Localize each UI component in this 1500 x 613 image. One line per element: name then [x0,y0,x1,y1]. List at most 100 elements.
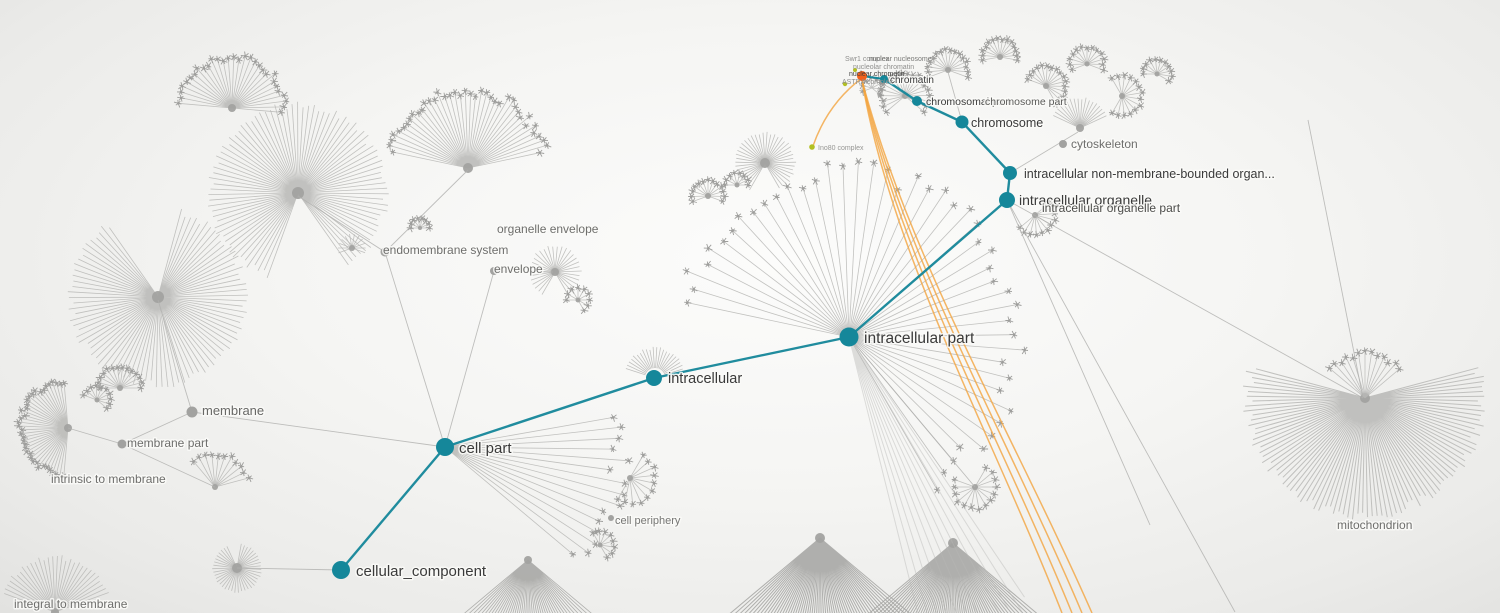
cluster-terminal-node[interactable] [954,492,957,496]
cluster-terminal-node[interactable] [711,179,715,183]
cluster-terminal-node[interactable] [731,229,734,232]
cluster-terminal-node[interactable] [230,455,234,458]
term-label-gray[interactable]: intracellular organelle part [1041,200,1183,217]
cluster-terminal-node[interactable] [48,468,52,472]
term-label-tiny[interactable]: Ino80 complex [818,145,864,152]
cluster-terminal-node[interactable] [721,190,725,193]
cluster-terminal-node[interactable] [265,72,268,76]
cluster-fan[interactable] [1065,43,1109,74]
cluster-terminal-node[interactable] [1001,38,1004,42]
cluster-center-node[interactable] [349,245,355,251]
cluster-terminal-node[interactable] [911,73,915,77]
term-node-intracellular[interactable] [646,370,662,386]
cluster-terminal-node[interactable] [26,398,29,402]
cluster-terminal-node[interactable] [534,124,537,127]
cluster-terminal-node[interactable] [627,459,631,463]
term-node-gray[interactable] [608,515,614,521]
cluster-terminal-node[interactable] [116,366,119,369]
cluster-terminal-node[interactable] [742,174,746,178]
cluster-terminal-node[interactable] [512,98,516,102]
cluster-terminal-node[interactable] [935,488,939,492]
cluster-terminal-node[interactable] [261,68,265,72]
cluster-terminal-node[interactable] [591,531,595,535]
cluster-terminal-node[interactable] [1080,45,1083,49]
cluster-terminal-node[interactable] [1008,376,1011,380]
cluster-terminal-node[interactable] [58,476,61,479]
cluster-terminal-node[interactable] [25,407,28,410]
cluster-terminal-node[interactable] [62,381,66,385]
cluster-terminal-node[interactable] [55,382,58,385]
cluster-terminal-node[interactable] [966,70,970,74]
cluster-terminal-node[interactable] [277,90,280,93]
cluster-terminal-node[interactable] [448,94,452,97]
cluster-terminal-node[interactable] [22,435,26,439]
term-node-chromatin[interactable] [880,75,888,83]
cluster-terminal-node[interactable] [1363,349,1367,353]
cluster-terminal-node[interactable] [1001,360,1004,364]
cluster-terminal-node[interactable] [1394,361,1398,365]
cluster-terminal-node[interactable] [545,144,549,147]
cluster-terminal-node[interactable] [576,286,580,290]
cluster-terminal-node[interactable] [723,195,727,198]
cluster-terminal-node[interactable] [991,248,994,252]
term-node-cellular_component[interactable] [332,561,350,579]
cluster-terminal-node[interactable] [216,57,219,61]
cluster-fan[interactable] [625,346,683,376]
cluster-terminal-node[interactable] [210,453,214,457]
cluster-terminal-node[interactable] [922,77,926,81]
cluster-center-node[interactable] [94,397,100,403]
term-label-gray[interactable]: organelle envelope [496,221,601,238]
cluster-terminal-node[interactable] [956,500,959,504]
cluster-terminal-node[interactable] [601,510,605,513]
cluster-terminal-node[interactable] [108,392,111,395]
cluster-terminal-node[interactable] [611,447,614,451]
cluster-fan[interactable] [719,533,921,613]
cluster-terminal-node[interactable] [939,50,942,54]
cluster-terminal-node[interactable] [994,478,997,481]
term-label-tiny[interactable]: nucleolar chromatin [853,64,914,71]
cluster-terminal-node[interactable] [35,461,39,464]
cluster-terminal-node[interactable] [616,498,619,501]
cluster-terminal-node[interactable] [631,502,634,506]
cluster-terminal-node[interactable] [121,366,124,370]
cluster-terminal-node[interactable] [1139,97,1142,101]
cluster-terminal-node[interactable] [51,471,54,475]
cluster-terminal-node[interactable] [932,57,935,60]
cluster-terminal-node[interactable] [244,54,247,58]
cluster-terminal-node[interactable] [611,539,615,543]
cluster-terminal-node[interactable] [927,88,930,92]
cluster-terminal-node[interactable] [126,367,129,371]
cluster-terminal-node[interactable] [1164,61,1167,64]
cluster-terminal-node[interactable] [237,58,241,61]
cluster-fan[interactable] [79,382,115,412]
cluster-terminal-node[interactable] [841,164,845,168]
cluster-terminal-node[interactable] [1035,66,1039,70]
cluster-fan[interactable] [1053,97,1107,132]
cluster-fan[interactable] [853,538,1052,613]
cluster-terminal-node[interactable] [537,135,541,138]
cluster-terminal-node[interactable] [722,240,725,243]
cluster-terminal-node[interactable] [1100,52,1103,55]
cluster-terminal-node[interactable] [217,454,220,458]
cluster-terminal-node[interactable] [927,187,931,191]
cluster-terminal-node[interactable] [953,50,957,54]
cluster-terminal-node[interactable] [197,455,201,459]
term-node-gray[interactable] [1059,140,1067,148]
cluster-terminal-node[interactable] [242,471,245,475]
cluster-terminal-node[interactable] [1370,350,1373,354]
cluster-terminal-node[interactable] [417,111,420,115]
cluster-terminal-node[interactable] [1054,218,1057,222]
cluster-terminal-node[interactable] [31,460,35,463]
term-label-gray[interactable]: envelope [493,261,545,278]
cluster-terminal-node[interactable] [970,506,973,509]
cluster-terminal-node[interactable] [524,124,528,128]
cluster-terminal-node[interactable] [179,96,183,100]
cluster-fan[interactable] [589,527,619,562]
cluster-terminal-node[interactable] [991,38,995,42]
cluster-center-node[interactable] [597,542,603,548]
cluster-terminal-node[interactable] [469,92,472,96]
cluster-terminal-node[interactable] [1028,73,1032,77]
term-label-chromosome[interactable]: chromosome [970,115,1045,132]
cluster-terminal-node[interactable] [485,91,489,94]
cluster-terminal-node[interactable] [489,96,493,99]
